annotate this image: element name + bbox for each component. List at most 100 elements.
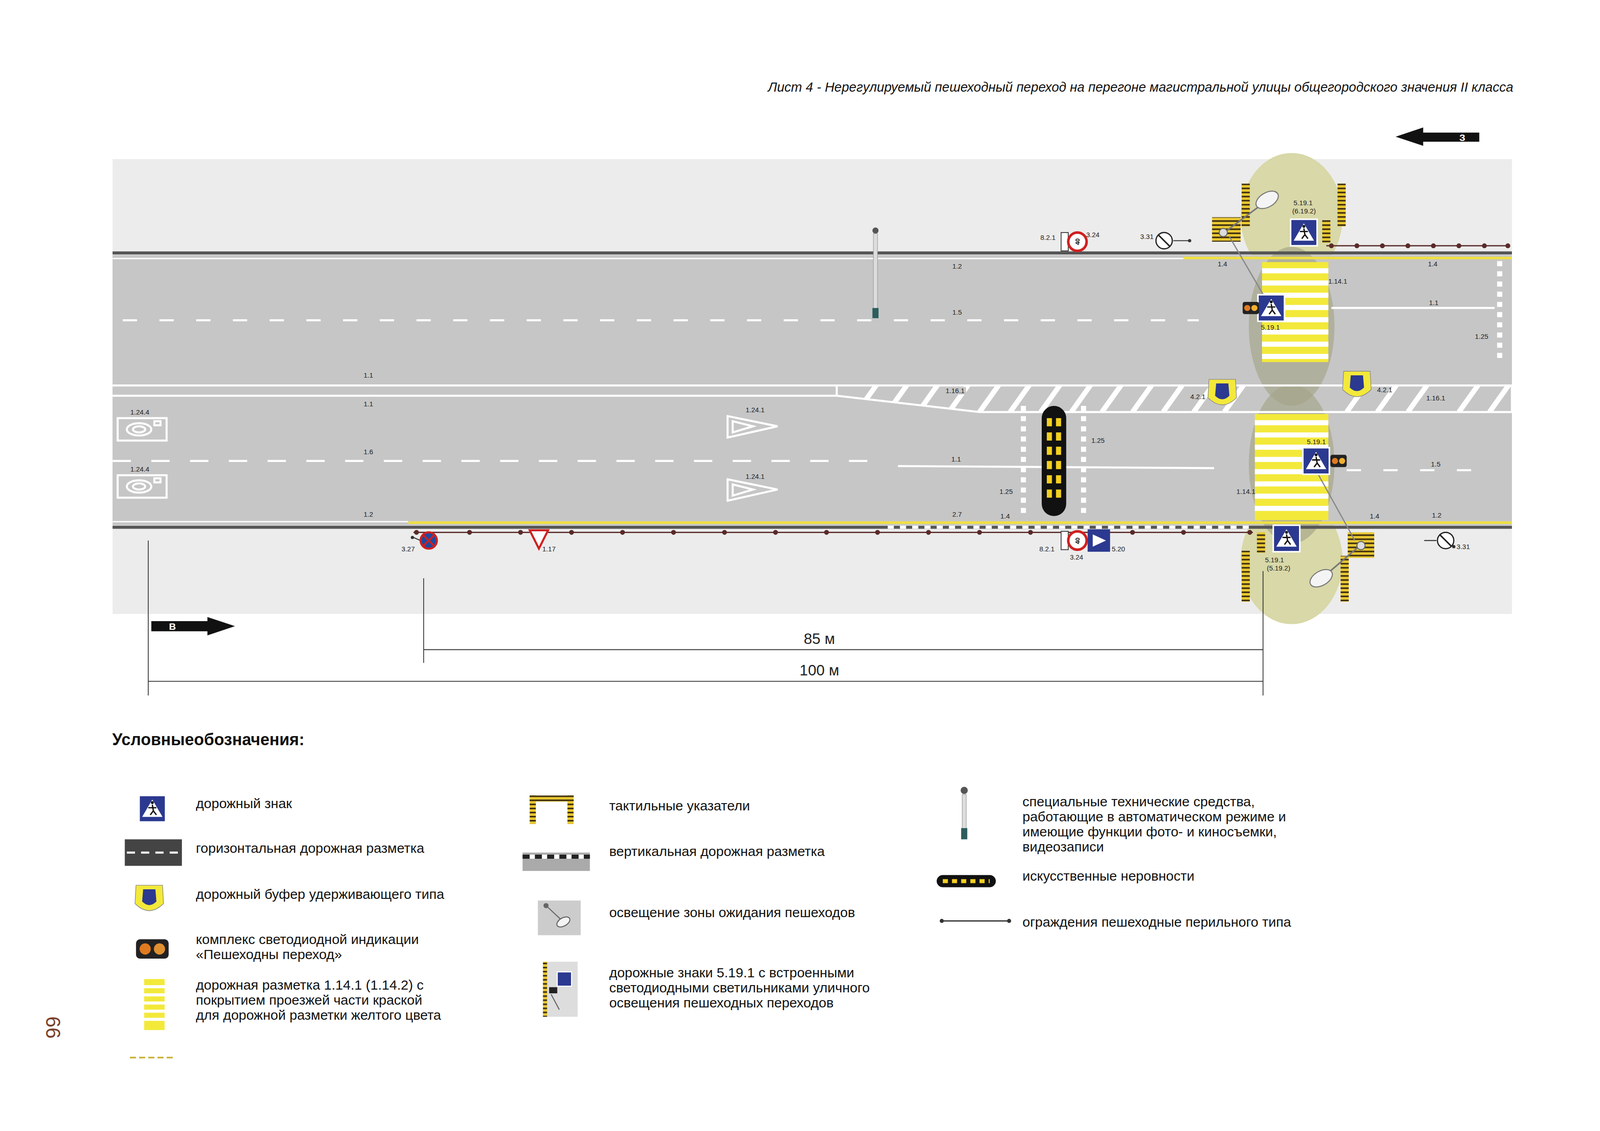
pedestrian-fence-part [569,530,574,535]
callout-number: 1.4 [1369,512,1380,521]
lane-markings-part [112,384,837,387]
legend-samples-part [550,994,560,1010]
speed-bump-part-part [1055,418,1061,427]
callout-number: 5.19.1 [1261,323,1281,332]
legend-samples-part [139,943,151,956]
dimension-line-part [147,540,149,696]
legend-samples-part [144,985,165,989]
legend-text: вертикальная дорожная разметка [609,843,929,859]
callout-number: 1.1 [1428,299,1439,307]
road-symbol-1-24-4 [117,418,167,498]
dimension-line-part [1262,571,1264,696]
sheet-title: Лист 4 - Нерегулируемый пешеходный перех… [768,80,1514,95]
road-buffer-part [1342,371,1372,397]
callout-number: 1.4 [1000,512,1010,521]
legend-samples-part [939,919,944,924]
pedestrian-fence-part [1355,244,1359,248]
legend-samples-part [543,903,549,909]
street-lamp-part [1219,228,1228,237]
callout-number: 1.24.1 [745,406,765,415]
end-restrictions-sign-part [1439,534,1452,547]
callout-number: 1.25 [1475,332,1489,341]
camera-pole-part [873,233,878,312]
road-symbol-1-24-1 [727,415,778,501]
camera-pole-part [872,227,879,234]
island-hatching-part [887,383,909,413]
callout-number: 1.16.1 [1424,394,1447,402]
legend-samples-part [144,1018,165,1022]
callout-number: 1.24.1 [745,472,765,481]
legend-samples-part [962,794,967,830]
legend-samples-part [961,828,967,840]
speed-limit-sign [1060,232,1087,550]
pedestrian-fence-part [414,530,419,535]
lane-markings [112,258,1512,523]
direction-letter: В [169,621,177,632]
no-stopping-sign-part [422,534,436,547]
tactile-indicator-part [1337,183,1346,227]
lane-markings-part [1331,306,1495,309]
speed-bump-part-part [1055,489,1061,498]
callout-number: 3.24 [1070,553,1084,562]
callout-number: 4.2.1 [1376,385,1393,394]
legend-samples-part [940,920,1011,922]
pedestrian-fence-part [1431,244,1436,248]
callout-number: 1.14.1 [1328,277,1348,286]
road-symbol-1-24-4-part [117,475,167,498]
callout-number: 5.19.1 [1306,437,1326,446]
road-symbol-1-24-4-part [132,483,146,490]
road-symbol-1-24-1-part [732,421,754,433]
crosswalk-1-14-1-part [1262,280,1329,286]
pedestrian-fence-part [1457,244,1461,248]
road-symbol-1-24-4-part [126,480,152,493]
no-stopping-sign-part [413,537,421,541]
pedestrian-fence-part [1380,244,1385,248]
direction-arrow [151,127,1480,636]
camera-pole-part [872,307,879,318]
callout-number: 1.16.1 [944,387,967,395]
speed-limit-sign-part [1068,531,1087,550]
road-symbol-1-24-4-part [154,421,161,426]
dimension-text: 100 м [796,662,842,679]
legend-text: дорожная разметка 1.14.1 (1.14.2) с покр… [196,977,443,1023]
tactile-indicator-part [1322,220,1331,243]
callout-number: 1.5 [952,308,962,317]
end-restrictions-sign-part [1188,238,1192,243]
legend-text: дорожный знак [196,795,516,811]
legend-samples-part [529,795,574,802]
legend-samples-part [144,1009,165,1013]
end-restrictions-sign-part [1173,240,1189,242]
pedestrian-fence-part [722,530,727,535]
direction-arrow-part [151,617,235,636]
legend-samples-part [942,879,990,884]
pedestrian-fence-part [467,530,472,535]
callout-number: 1.25 [1091,436,1105,445]
island-hatching-part [918,383,939,413]
end-restrictions-sign-part [1437,532,1455,549]
road-symbol-1-24-1-part [727,479,778,501]
legend-text: специальные технические средства, работа… [1022,794,1297,855]
legend-samples-part [542,961,578,1018]
marking-1-25-part [1020,405,1026,517]
speed-bump-part-part [1046,461,1052,470]
pedestrian-fence-part [1181,530,1186,535]
legend-samples-part [522,854,591,859]
page-number: 66 [41,1016,64,1039]
curb-line-part [112,251,1512,255]
street-lamp-part [1307,566,1336,591]
legend-samples-part [153,943,166,956]
lane-markings-part [112,394,837,397]
pedestrian-sign-part [1257,294,1285,322]
end-restrictions-sign-part [1158,234,1171,247]
led-indication-part [1330,454,1347,468]
direction-arrow-part [1395,127,1480,146]
crosswalk-1-14-1 [1254,262,1329,521]
island-hatching-part [1132,383,1154,413]
callout-number: (5.19.2) [1266,564,1291,573]
camera-pole [872,227,879,319]
island-hatching [857,383,1510,413]
lane-markings-part [122,319,1199,322]
pedestrian-fence-part [518,530,523,535]
pedestrian-fence-part [1329,244,1334,248]
end-restrictions-sign-part [1155,232,1173,250]
